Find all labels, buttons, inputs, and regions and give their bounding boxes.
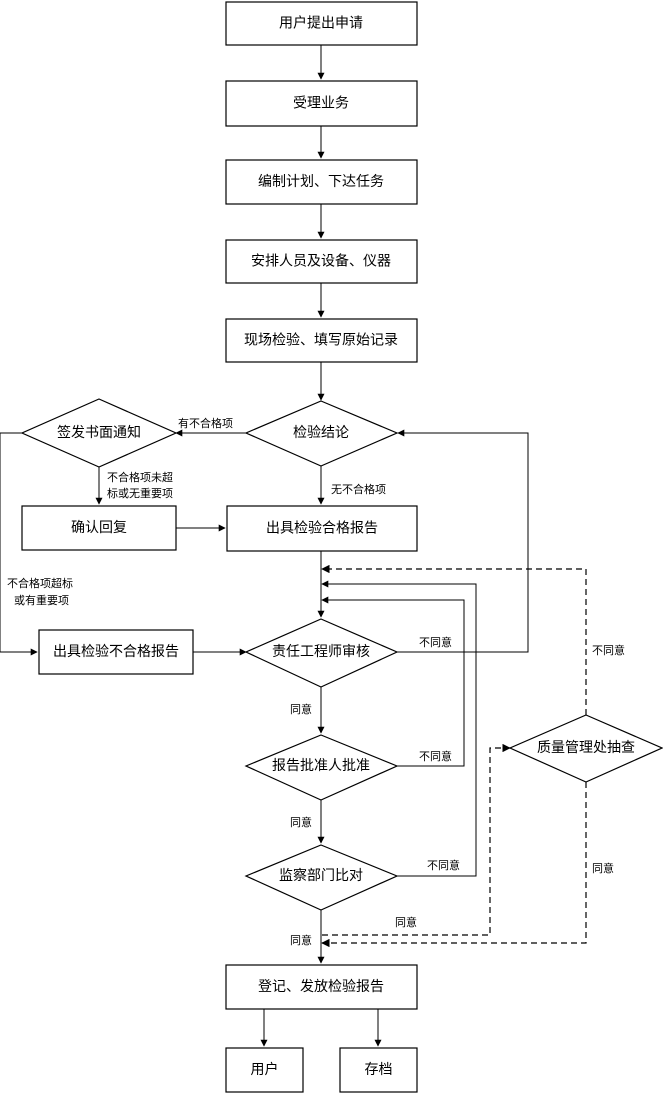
node-conclusion-label: 检验结论 xyxy=(293,425,349,441)
node-arrange: 安排人员及设备、仪器 xyxy=(225,239,418,284)
label-review-disagree: 不同意 xyxy=(419,635,452,649)
label-no-nonconform: 无不合格项 xyxy=(331,482,386,496)
edge-labels: 有不合格项 无不合格项 不合格项未超 标或无重要项 不合格项超标 或有重要项 不… xyxy=(7,416,625,947)
node-qa-check: 质量管理处抽查 xyxy=(508,714,663,783)
arrow-approver-disagree-to-review xyxy=(321,596,465,767)
label-major-line1: 不合格项超标 xyxy=(7,576,73,590)
node-archive: 存档 xyxy=(339,1047,418,1093)
label-has-nonconform: 有不合格项 xyxy=(178,416,233,430)
dashed-connectors xyxy=(321,564,587,948)
arrow-notice-to-fail-report xyxy=(0,432,38,656)
node-supervision-label: 监察部门比对 xyxy=(279,867,363,884)
node-confirm: 确认回复 xyxy=(21,505,177,551)
label-supervision-disagree: 不同意 xyxy=(427,858,460,872)
node-confirm-label: 确认回复 xyxy=(71,519,127,536)
connectors xyxy=(0,45,529,1047)
dashed-arrow-qa-disagree-to-review xyxy=(321,564,587,715)
node-engineer-review-label: 责任工程师审核 xyxy=(272,644,370,660)
node-fail-report: 出具检验不合格报告 xyxy=(38,629,194,675)
label-approver-disagree: 不同意 xyxy=(419,749,452,763)
node-accept: 受理业务 xyxy=(225,80,418,127)
node-notice: 签发书面通知 xyxy=(20,398,178,468)
node-accept-label: 受理业务 xyxy=(293,96,349,112)
node-plan: 编制计划、下达任务 xyxy=(225,159,418,205)
node-archive-label: 存档 xyxy=(365,1062,393,1078)
node-inspect-label: 现场检验、填写原始记录 xyxy=(244,333,398,349)
label-supervision-agree: 同意 xyxy=(290,933,312,947)
label-minor-line1: 不合格项未超 xyxy=(107,470,173,484)
arrow-supervision-disagree-to-review xyxy=(321,580,477,877)
node-register-label: 登记、发放检验报告 xyxy=(258,979,384,995)
label-dashed-agree: 同意 xyxy=(395,915,417,929)
arrow-review-disagree-to-conclusion xyxy=(397,429,529,653)
node-inspect: 现场检验、填写原始记录 xyxy=(225,318,418,363)
node-notice-label: 签发书面通知 xyxy=(57,424,141,441)
node-pass-report: 出具检验合格报告 xyxy=(226,505,418,552)
label-minor-line2: 标或无重要项 xyxy=(107,486,173,500)
node-approver-label: 报告批准人批准 xyxy=(272,758,370,774)
label-major-line2: 或有重要项 xyxy=(14,593,69,607)
label-review-agree: 同意 xyxy=(290,702,312,716)
node-supervision: 监察部门比对 xyxy=(244,844,399,911)
node-engineer-review: 责任工程师审核 xyxy=(244,618,399,688)
node-user: 用户 xyxy=(225,1047,304,1093)
node-plan-label: 编制计划、下达任务 xyxy=(258,174,384,190)
node-apply-label: 用户提出申请 xyxy=(279,15,363,32)
node-qa-check-label: 质量管理处抽查 xyxy=(537,740,635,756)
node-register: 登记、发放检验报告 xyxy=(225,964,418,1010)
node-pass-report-label: 出具检验合格报告 xyxy=(266,521,378,537)
node-user-label: 用户 xyxy=(251,1061,279,1078)
node-arrange-label: 安排人员及设备、仪器 xyxy=(251,253,391,270)
dashed-arrow-to-qa-check xyxy=(322,743,511,936)
node-conclusion: 检验结论 xyxy=(244,400,399,467)
dashed-arrow-qa-agree-to-register xyxy=(321,782,587,948)
label-approver-agree: 同意 xyxy=(290,815,312,829)
node-approver: 报告批准人批准 xyxy=(244,734,399,801)
node-apply: 用户提出申请 xyxy=(225,1,418,46)
label-qa-disagree: 不同意 xyxy=(592,643,625,657)
node-fail-report-label: 出具检验不合格报告 xyxy=(53,644,179,660)
label-qa-agree: 同意 xyxy=(592,861,614,875)
